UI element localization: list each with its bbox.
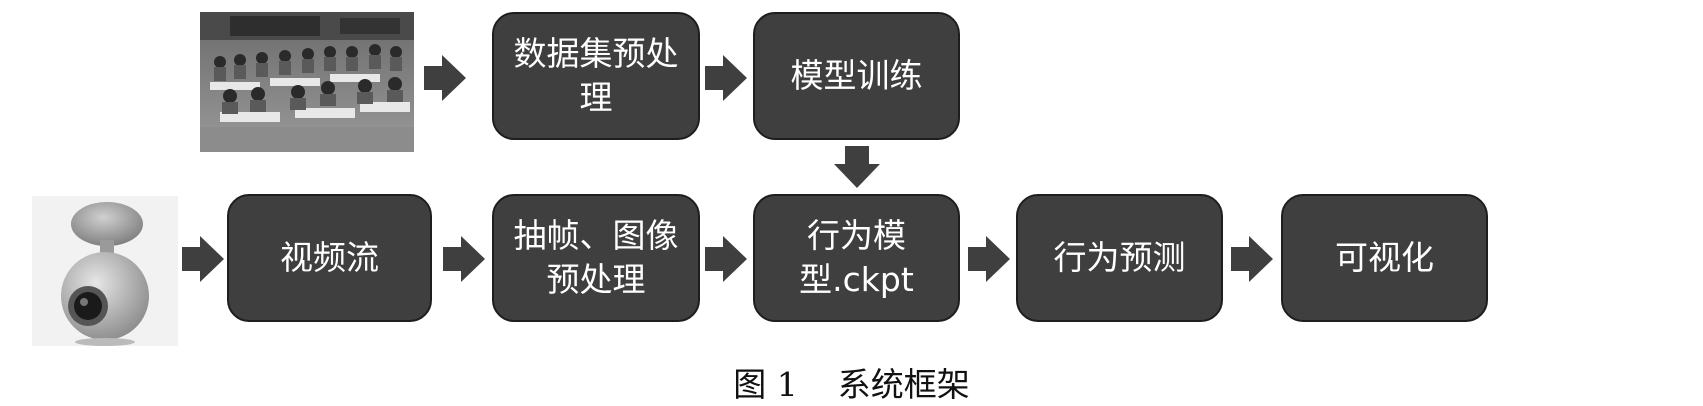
arrow-right-icon [1231, 236, 1273, 282]
figure-caption: 图 1 系统框架 [0, 358, 1703, 406]
classroom-photo [200, 12, 414, 152]
arrow-right-icon [424, 55, 466, 101]
arrow-right-icon [968, 236, 1010, 282]
node-behavior-prediction: 行为预测 [1016, 194, 1223, 322]
arrow-right-icon [705, 55, 747, 101]
figure-title: 系统框架 [837, 365, 970, 404]
node-frame-extraction: 抽帧、图像预处理 [492, 194, 700, 322]
node-video-stream: 视频流 [227, 194, 432, 322]
arrow-right-icon [705, 236, 747, 282]
node-model-training: 模型训练 [753, 12, 960, 140]
figure-number: 图 1 [733, 365, 798, 404]
node-visualization: 可视化 [1281, 194, 1488, 322]
node-dataset-preprocess: 数据集预处理 [492, 12, 700, 140]
webcam-icon [32, 196, 178, 346]
arrow-down-icon [834, 146, 880, 188]
arrow-right-icon [182, 236, 224, 282]
arrow-right-icon [443, 236, 485, 282]
node-behavior-model: 行为模型.ckpt [753, 194, 960, 322]
